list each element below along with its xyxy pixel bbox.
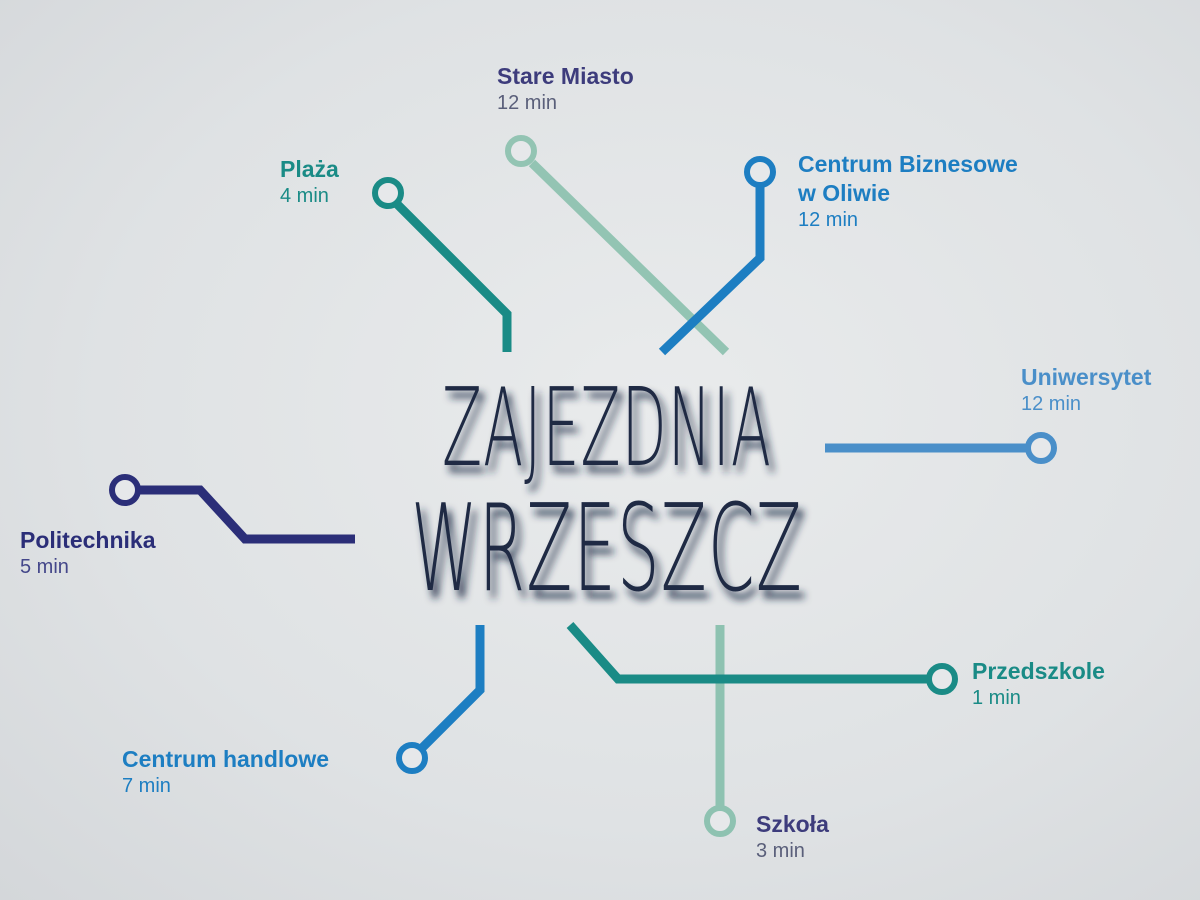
title-line1: ZAJEZDNIA	[442, 366, 772, 491]
stop-marker-centrum-biznesowe	[744, 156, 776, 188]
label-centrum-handlowe-time: 7 min	[122, 774, 171, 797]
label-przedszkole-time: 1 min	[972, 686, 1021, 709]
stop-marker-uniwersytet	[1025, 432, 1057, 464]
label-plaza-name: Plaża	[280, 156, 339, 182]
label-stare-miasto-name: Stare Miasto	[497, 63, 634, 89]
route-line-centrum-biznesowe	[658, 185, 765, 356]
label-centrum-biznesowe-name2: w Oliwie	[798, 179, 891, 206]
label-uniwersytet-name: Uniwersytet	[1021, 364, 1152, 390]
label-centrum-biznesowe-time: 12 min	[798, 208, 859, 231]
label-plaza: Plaża 4 min	[280, 155, 339, 209]
route-line-plaza	[393, 200, 512, 352]
stop-marker-przedszkole	[926, 663, 958, 695]
title-shadow: ZAJEZDNIA WRZESZCZ	[416, 373, 808, 627]
label-stare-miasto-time: 12 min	[497, 91, 558, 114]
label-szkola-time: 3 min	[756, 839, 805, 862]
stop-marker-centrum-handlowe	[396, 742, 428, 774]
stop-marker-politechnika	[109, 474, 141, 506]
label-centrum-biznesowe: Centrum Biznesowe w Oliwie 12 min	[798, 150, 1018, 233]
stop-marker-plaza	[372, 177, 404, 209]
route-line-centrum-handlowe	[417, 625, 485, 753]
route-line-politechnika	[138, 485, 355, 544]
label-szkola-name: Szkoła	[756, 811, 829, 837]
label-stare-miasto: Stare Miasto 12 min	[497, 62, 634, 116]
label-przedszkole: Przedszkole 1 min	[972, 657, 1105, 711]
label-politechnika-time: 5 min	[20, 555, 69, 578]
label-przedszkole-name: Przedszkole	[972, 658, 1105, 684]
stop-marker-szkola	[704, 805, 736, 837]
label-centrum-handlowe-name: Centrum handlowe	[122, 746, 330, 772]
label-plaza-time: 4 min	[280, 184, 329, 207]
label-politechnika-name: Politechnika	[20, 527, 156, 553]
label-centrum-handlowe: Centrum handlowe 7 min	[122, 745, 329, 799]
route-line-przedszkole	[566, 622, 930, 684]
label-centrum-biznesowe-name: Centrum Biznesowe	[798, 151, 1018, 177]
title-line2: WRZESZCZ	[411, 480, 803, 619]
label-szkola: Szkoła 3 min	[756, 810, 829, 864]
title-line1-shadow: ZAJEZDNIA	[447, 373, 777, 498]
title-line2-shadow: WRZESZCZ	[416, 488, 808, 627]
label-politechnika: Politechnika 5 min	[20, 526, 155, 580]
label-uniwersytet-time: 12 min	[1021, 392, 1082, 415]
stop-marker-stare-miasto	[505, 135, 537, 167]
label-uniwersytet: Uniwersytet 12 min	[1021, 363, 1151, 417]
